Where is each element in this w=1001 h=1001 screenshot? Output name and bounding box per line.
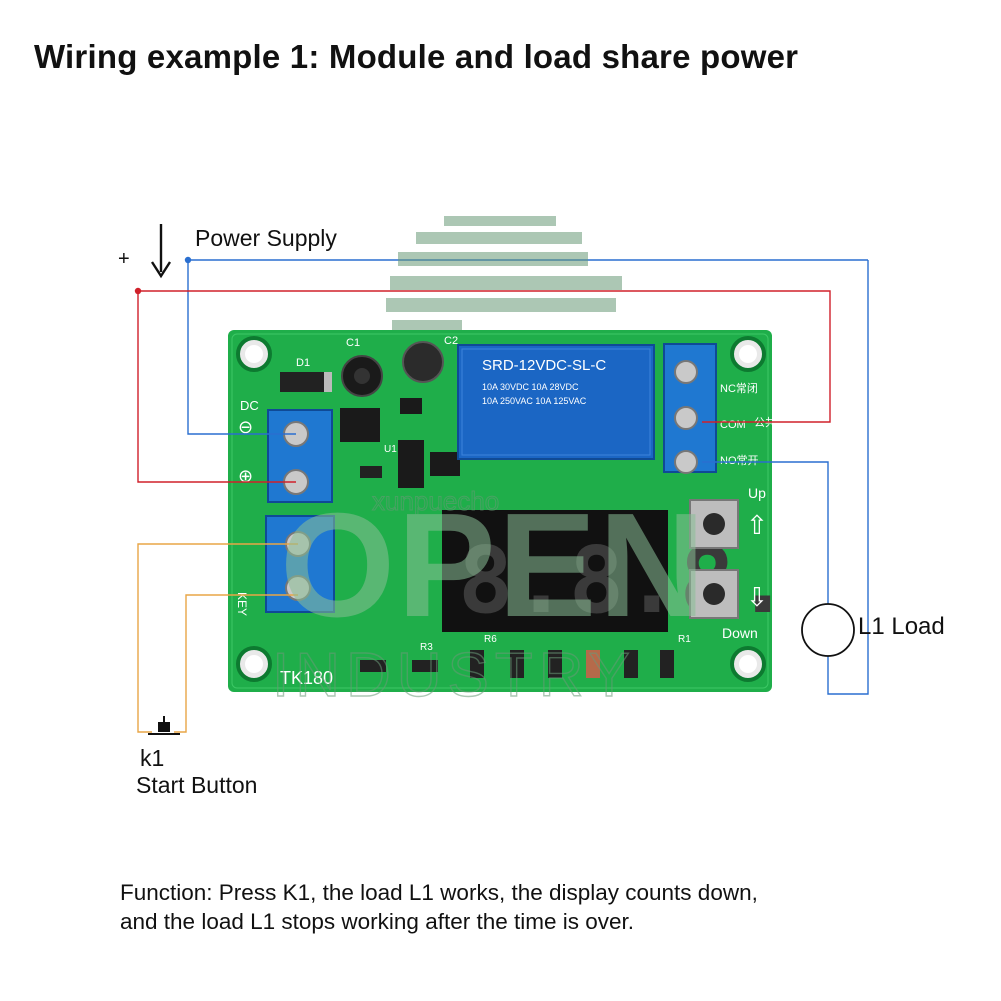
key-label: KEY <box>235 592 249 616</box>
arrow-down-icon: ⇩ <box>746 583 768 613</box>
screw-icon <box>674 406 698 430</box>
screw-icon <box>674 360 698 384</box>
d1-label: D1 <box>296 357 310 369</box>
junction-dot <box>184 256 192 264</box>
watermark: xunpuecho OPEN INDUSTRY <box>271 216 707 711</box>
model-label: TK180 <box>280 668 333 688</box>
mounting-hole-icon <box>730 646 766 682</box>
screw-icon <box>285 575 311 601</box>
wire-key-1 <box>137 543 298 733</box>
r6-label: R6 <box>484 634 497 645</box>
start-button-label: Start Button <box>136 772 258 798</box>
mounting-hole-icon <box>236 646 272 682</box>
push-button-icon[interactable] <box>148 716 180 735</box>
load-label: L1 Load <box>858 613 945 640</box>
relay: SRD-12VDC-SL-C 10A 30VDC 10A 28VDC 10A 2… <box>457 344 655 460</box>
plus-symbol: ⊕ <box>238 466 253 487</box>
c1-label: C1 <box>346 337 360 349</box>
u1-label: U1 <box>384 444 397 455</box>
relay-model: SRD-12VDC-SL-C <box>482 357 606 374</box>
capacitor-c2 <box>402 341 444 383</box>
wire-key-2 <box>174 594 298 733</box>
function-line-2: and the load L1 stops working after the … <box>120 909 635 934</box>
down-label: Down <box>722 625 758 641</box>
relay-terminal-block <box>663 343 717 474</box>
lamp-icon <box>801 603 855 657</box>
arrow-up-icon: ⇧ <box>746 511 768 541</box>
screw-icon <box>674 450 698 474</box>
wire-load <box>702 461 829 604</box>
mounting-hole-icon <box>236 336 272 372</box>
watermark-sub: INDUSTRY <box>272 641 636 710</box>
nc-label: NC常闭 <box>720 382 758 395</box>
relay-rating-1: 10A 30VDC 10A 28VDC <box>482 382 579 392</box>
key-terminal-block <box>265 515 335 613</box>
com-label: COM <box>720 419 746 431</box>
relay-rating-2: 10A 250VAC 10A 125VAC <box>482 396 587 406</box>
mounting-hole-icon <box>730 336 766 372</box>
up-label: Up <box>748 485 766 501</box>
power-supply-label: Power Supply <box>195 225 337 251</box>
watermark-logo-icon <box>386 216 622 330</box>
diode-d1 <box>280 372 332 392</box>
page-title: Wiring example 1: Module and load share … <box>34 38 799 75</box>
up-button[interactable] <box>689 499 739 549</box>
function-description: Function: Press K1, the load L1 works, t… <box>120 878 758 936</box>
k1-label: k1 <box>140 745 165 771</box>
regulator-u1 <box>340 408 380 442</box>
arrow-down-icon <box>150 224 172 279</box>
watermark-small: xunpuecho <box>372 486 499 516</box>
pcb-board: D1 C1 C2 U1 SRD-12VDC-SL-C 10A 30VDC 10A… <box>228 330 790 692</box>
junction-dot <box>134 287 142 295</box>
down-button[interactable] <box>689 569 739 619</box>
r3-label: R3 <box>420 642 433 653</box>
dc-terminal-block <box>267 409 333 503</box>
dc-label: DC <box>240 398 259 413</box>
function-line-1: Function: Press K1, the load L1 works, t… <box>120 880 758 905</box>
wire-positive <box>138 290 831 423</box>
c2-label: C2 <box>444 335 458 347</box>
minus-symbol: ⊖ <box>238 417 253 438</box>
plus-label: + <box>118 248 130 270</box>
r1-label: R1 <box>678 634 691 645</box>
watermark-big: OPEN <box>280 483 707 648</box>
no-label: NO常开 <box>720 454 759 467</box>
